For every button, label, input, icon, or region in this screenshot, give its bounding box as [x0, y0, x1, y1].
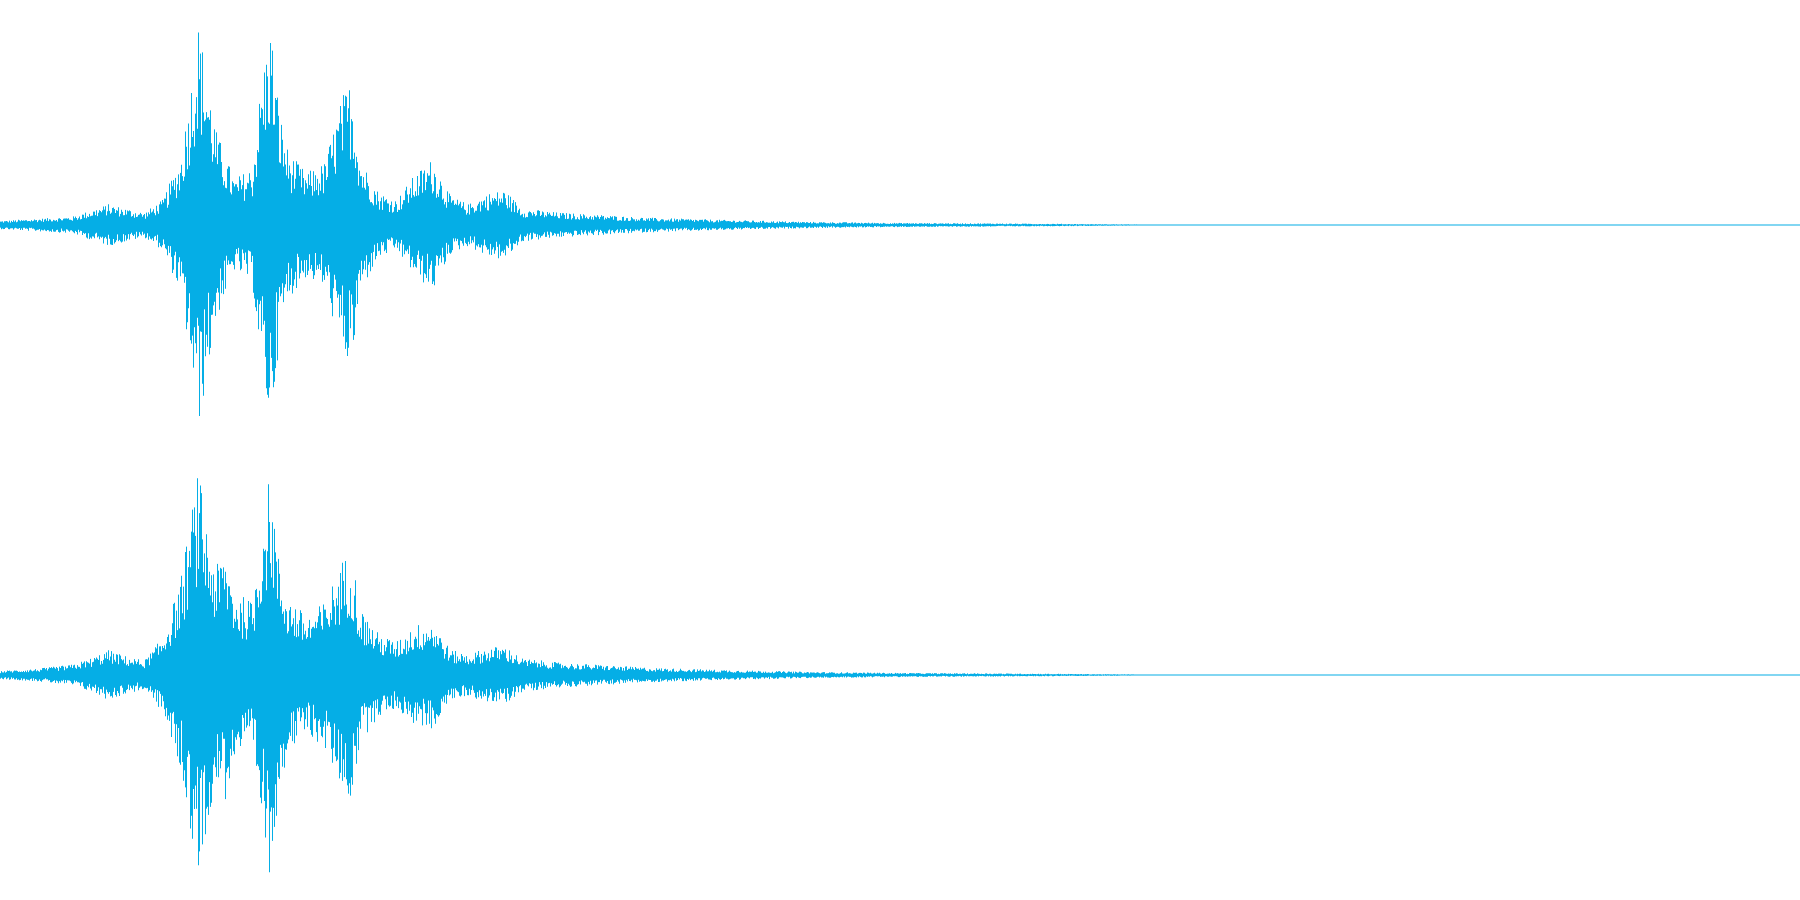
waveform-signal	[0, 32, 1167, 416]
channel-left-waveform	[0, 32, 1800, 416]
channel-right-waveform	[0, 478, 1800, 873]
waveform-signal	[0, 478, 1167, 873]
